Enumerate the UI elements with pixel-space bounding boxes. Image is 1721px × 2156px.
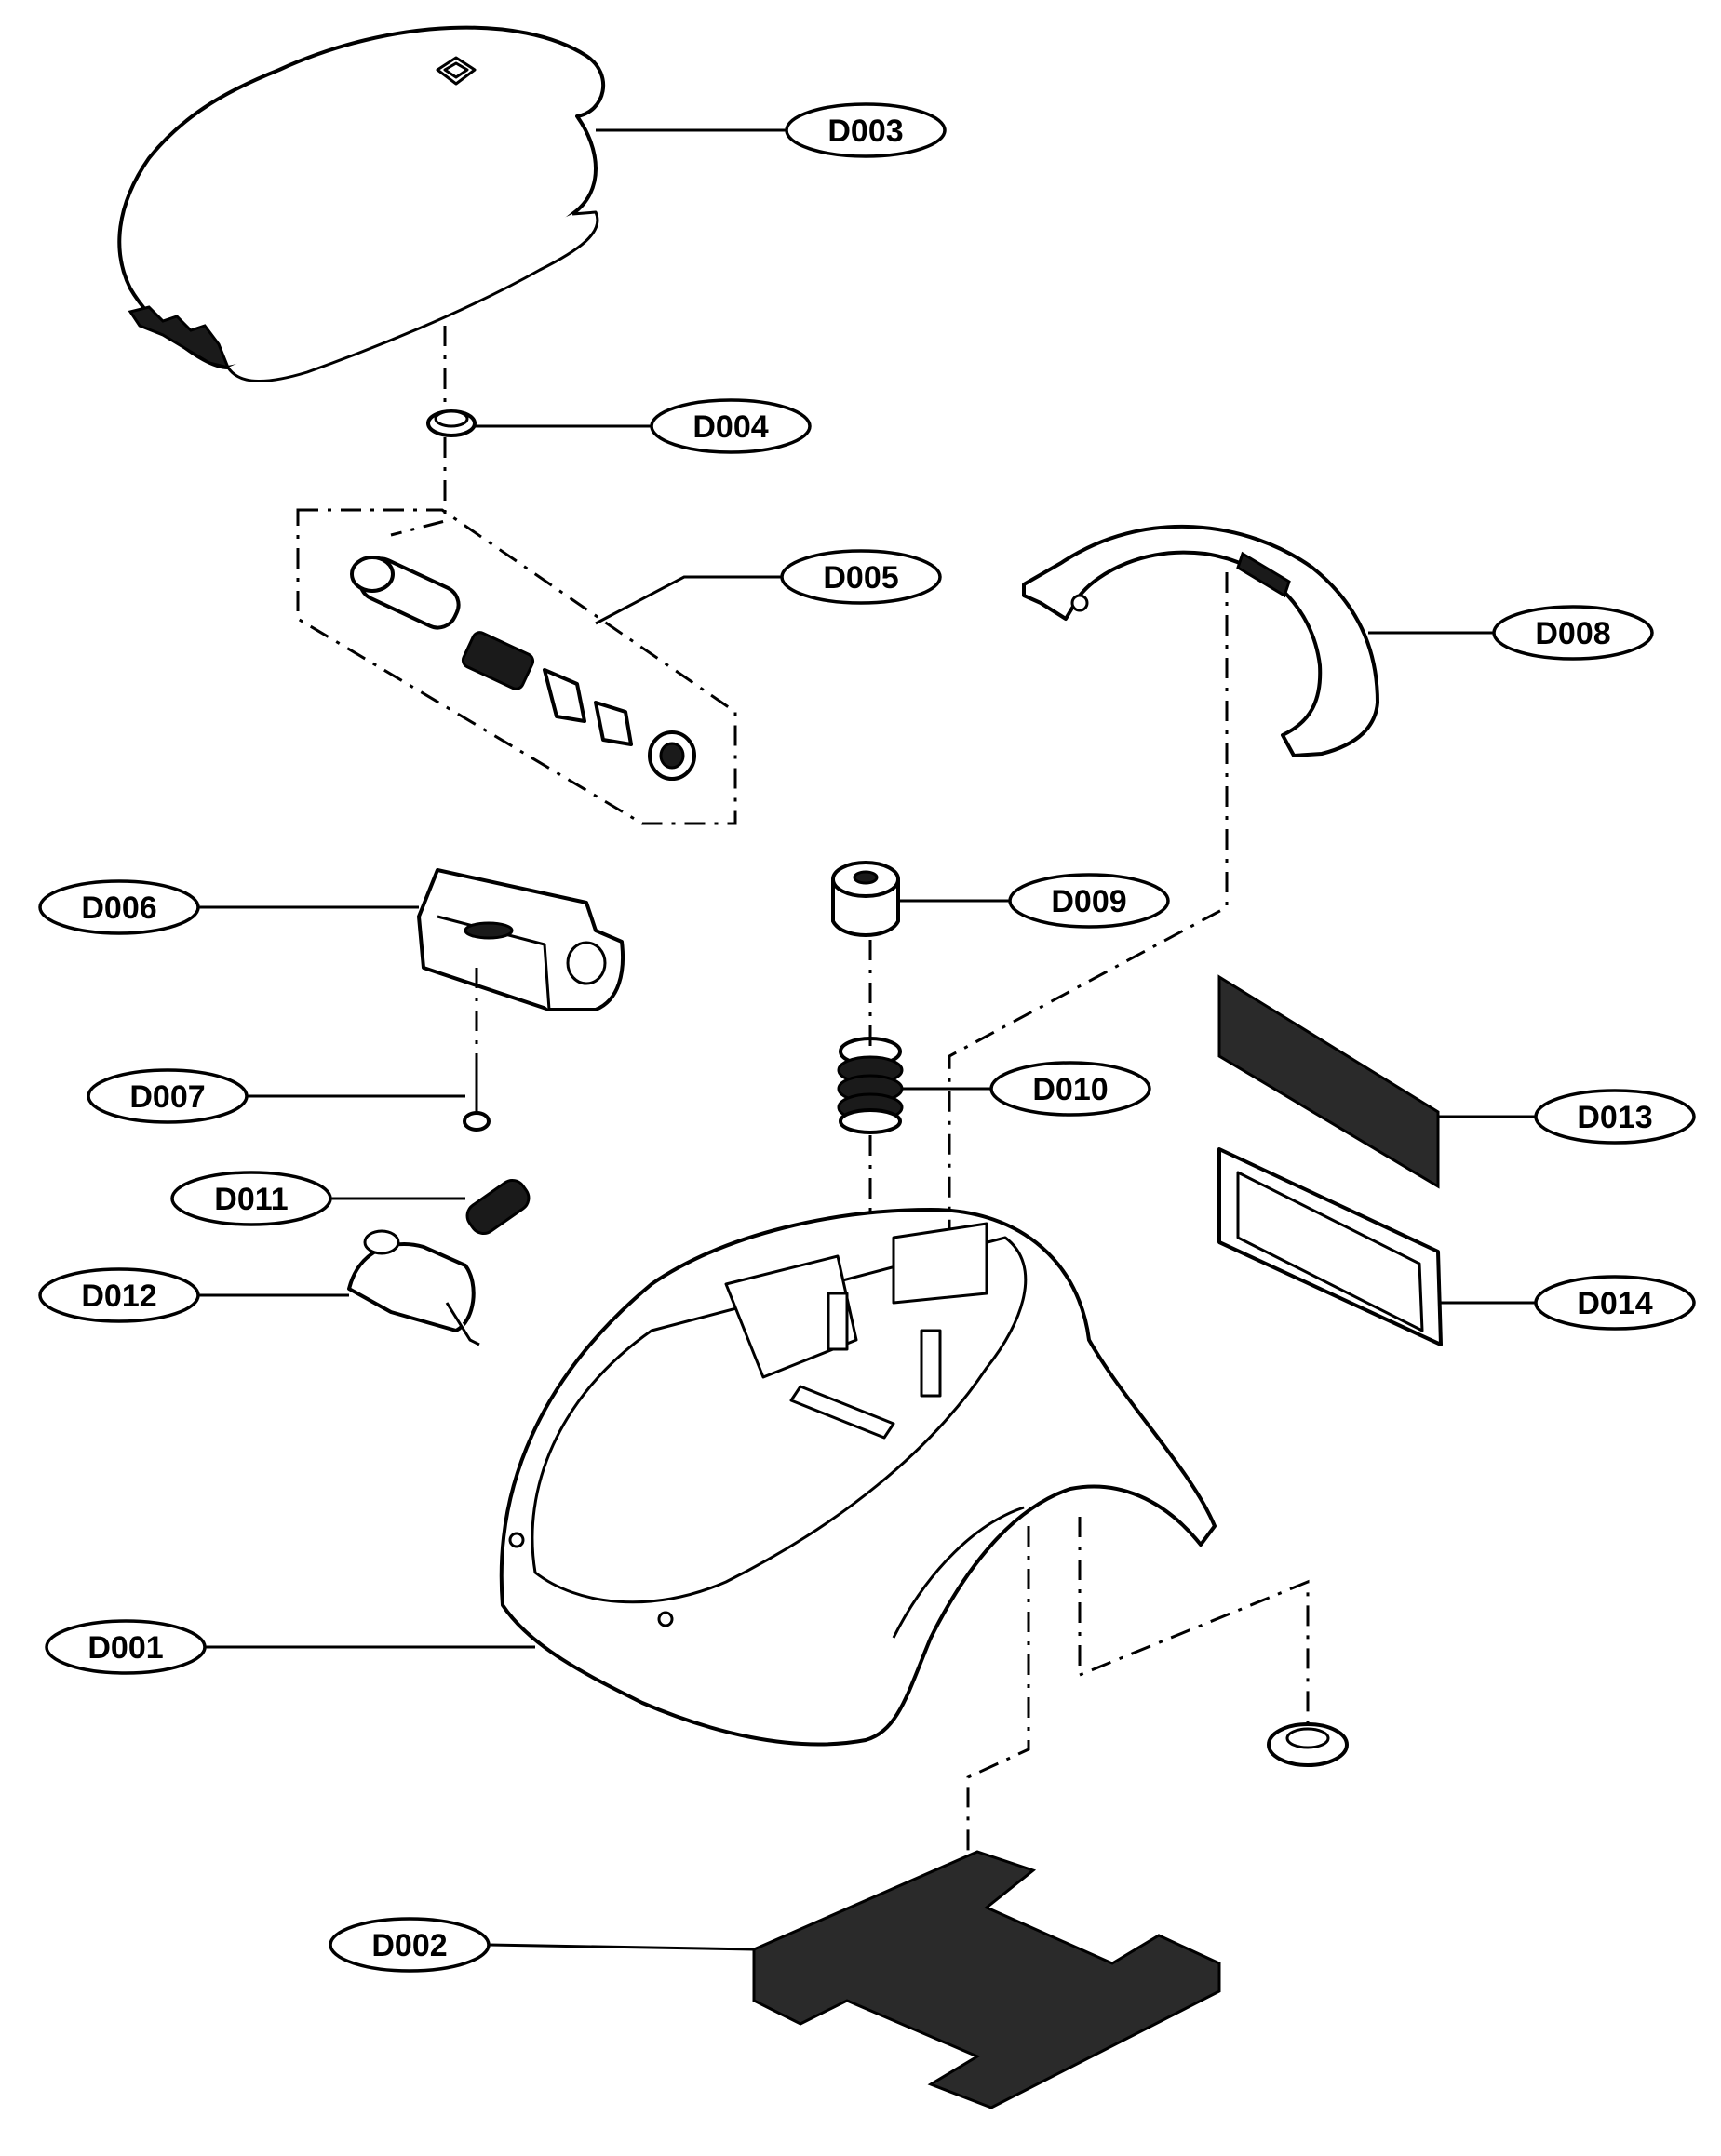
callout-d006: D006: [38, 879, 200, 935]
callout-d008-label: D008: [1535, 616, 1610, 651]
screw-part: [463, 1061, 491, 1132]
callout-d004-label: D004: [692, 409, 768, 445]
callout-d014: D014: [1534, 1275, 1696, 1331]
base-pad-part: [752, 1850, 1221, 2109]
callout-d001-label: D001: [87, 1630, 163, 1666]
small-spring-part: [465, 1178, 531, 1236]
leader-lines: [195, 128, 1536, 1951]
callout-d002-label: D002: [371, 1928, 447, 1963]
callout-d007-label: D007: [129, 1079, 205, 1115]
callout-d005: D005: [780, 549, 942, 605]
callout-d010-label: D010: [1032, 1072, 1108, 1107]
callout-d009: D009: [1008, 873, 1170, 929]
callout-d004: D004: [650, 398, 812, 454]
arc-handle-part: [1022, 524, 1379, 757]
callout-d001: D001: [45, 1619, 207, 1675]
ring-part: [426, 409, 477, 437]
callout-d011: D011: [170, 1171, 332, 1226]
main-body-part: [499, 1208, 1217, 1747]
callout-d010: D010: [989, 1061, 1151, 1117]
callout-d003-label: D003: [827, 114, 903, 149]
callout-d011-label: D011: [214, 1182, 288, 1217]
callout-d005-label: D005: [823, 560, 898, 596]
top-cover-part: [117, 25, 605, 382]
valve-assembly-part: [296, 508, 737, 825]
spring-part: [837, 1037, 904, 1134]
callout-d006-label: D006: [81, 891, 156, 926]
bracket-part: [417, 868, 625, 1011]
callout-d013: D013: [1534, 1089, 1696, 1145]
callout-d008: D008: [1492, 605, 1654, 661]
cap-part: [831, 861, 900, 937]
callout-d013-label: D013: [1577, 1100, 1652, 1135]
callout-d002: D002: [329, 1917, 491, 1973]
callout-d014-label: D014: [1577, 1286, 1652, 1321]
latch-button-part: [347, 1229, 480, 1346]
assembly-lines: [390, 326, 1310, 1852]
washer-part: [1267, 1722, 1349, 1767]
callout-d007: D007: [87, 1068, 249, 1124]
filter-pad-part: [1217, 974, 1440, 1189]
callout-d009-label: D009: [1051, 884, 1126, 919]
callout-d003: D003: [785, 102, 947, 158]
mesh-filter-part: [1217, 1147, 1443, 1346]
callout-d012-label: D012: [81, 1279, 156, 1314]
callout-d012: D012: [38, 1267, 200, 1323]
